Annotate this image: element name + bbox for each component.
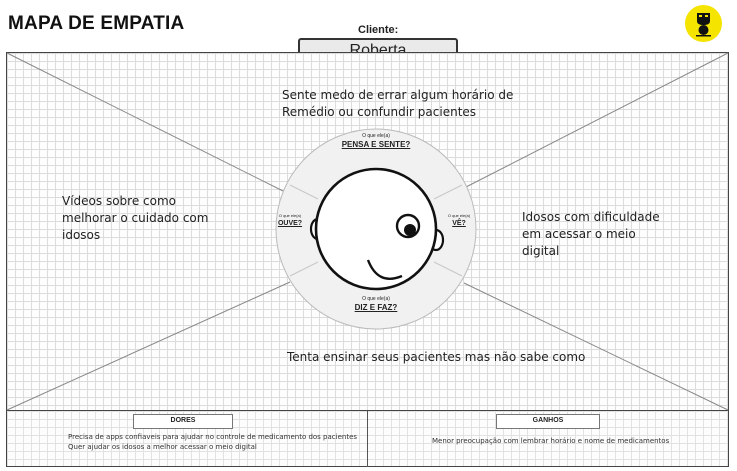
pensa-label: O que ele(a) PENSA E SENTE? — [341, 133, 411, 149]
dores-header: DORES — [133, 414, 233, 429]
note-pensa-e-sente: Sente medo de errar algum horário de Rem… — [282, 88, 514, 119]
ve-label: O que ele(a) VÊ? — [447, 213, 471, 227]
client-label: Cliente: — [358, 24, 399, 36]
diagonal-line-bottom-right — [463, 282, 729, 411]
face-icon — [309, 167, 445, 291]
page-title: MAPA DE EMPATIA — [8, 13, 185, 34]
ganhos-header: GANHOS — [496, 414, 600, 429]
diagonal-line-top-right — [465, 52, 729, 188]
ouve-label: O que ele(a) OUVE? — [277, 213, 303, 227]
diagonal-line-top-left — [6, 52, 284, 192]
diagonal-line-bottom-left — [6, 281, 291, 411]
note-ve: Idosos com dificuldade em acessar o meio… — [522, 210, 660, 258]
pains-gains-divider — [367, 411, 368, 467]
logo-icon — [696, 13, 711, 37]
note-diz-e-faz: Tenta ensinar seus pacientes mas não sab… — [287, 350, 586, 364]
ganhos-text: Menor preocupação com lembrar horário e … — [432, 437, 670, 445]
brand-logo — [685, 5, 722, 42]
note-ouve: Vídeos sobre como melhorar o cuidado com… — [62, 194, 209, 242]
diz-label: O que ele(a) DIZ E FAZ? — [354, 296, 398, 312]
dores-text: Precisa de apps confiaveis para ajudar n… — [68, 433, 358, 451]
